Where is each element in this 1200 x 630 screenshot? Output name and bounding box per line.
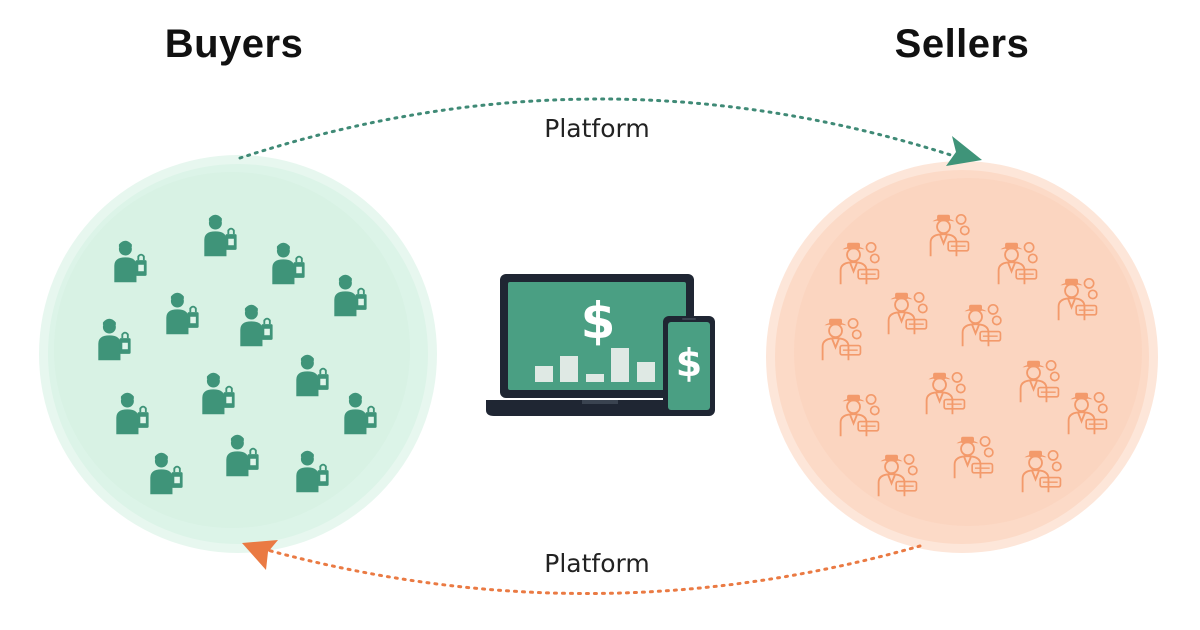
top-platform-label: Platform bbox=[544, 114, 650, 143]
laptop-dollar-icon: $ bbox=[581, 292, 616, 350]
top-flow-arrow bbox=[238, 97, 982, 166]
sellers-title: Sellers bbox=[894, 22, 1030, 66]
top-arrowhead-icon bbox=[946, 136, 982, 166]
buyers-title: Buyers bbox=[164, 22, 304, 66]
bottom-arrowhead-icon bbox=[242, 540, 278, 570]
bottom-platform-label: Platform bbox=[544, 549, 650, 578]
bottom-flow-arrow bbox=[242, 540, 922, 595]
platform-device-icon bbox=[486, 274, 715, 416]
phone-dollar-icon: $ bbox=[676, 341, 702, 385]
sellers-circle bbox=[766, 161, 1158, 553]
